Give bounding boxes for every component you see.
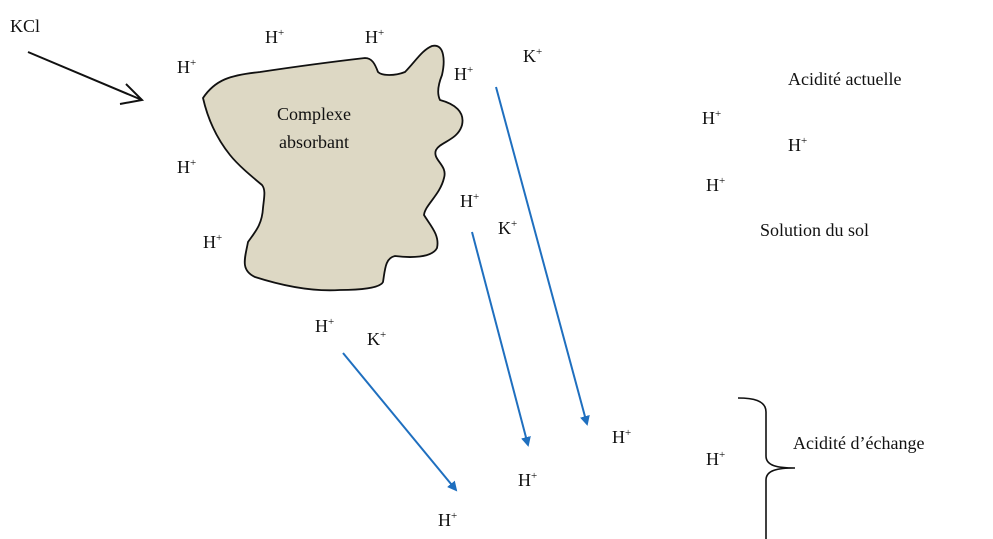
h-ion: H+	[518, 470, 538, 490]
kcl-label: KCl	[10, 16, 41, 36]
h-ion: H+	[177, 157, 197, 177]
h-ion: H+	[460, 191, 480, 211]
kcl-arrowhead	[119, 83, 145, 105]
complex-label-line2: absorbant	[279, 132, 349, 152]
soil-solution-label: Solution du sol	[760, 220, 870, 240]
h-ion: H+	[177, 57, 197, 77]
exchange-arrow-1	[342, 352, 458, 492]
k-ion: K+	[523, 46, 543, 66]
h-ion: H+	[315, 316, 335, 336]
h-ion: H+	[265, 27, 285, 47]
actual-acidity-label: Acidité actuelle	[788, 69, 902, 89]
exchange-arrow-3	[495, 86, 590, 426]
complex-label: Complexe absorbant	[249, 100, 379, 156]
exchange-arrow-2	[471, 231, 531, 447]
exchange-acidity-label: Acidité d’échange	[793, 433, 925, 453]
h-ion: H+	[612, 427, 632, 447]
h-ion: H+	[788, 135, 808, 155]
h-ion: H+	[706, 449, 726, 469]
complex-label-line1: Complexe	[277, 104, 351, 124]
h-ion: H+	[454, 64, 474, 84]
k-ion: K+	[367, 329, 387, 349]
k-ion: K+	[498, 218, 518, 238]
absorbent-complex-shape	[202, 44, 464, 292]
h-ion: H+	[365, 27, 385, 47]
h-ion: H+	[438, 510, 458, 530]
kcl-arrow	[27, 51, 143, 101]
h-ion: H+	[203, 232, 223, 252]
h-ion: H+	[706, 175, 726, 195]
h-ion: H+	[702, 108, 722, 128]
exchange-acidity-brace	[737, 397, 796, 539]
